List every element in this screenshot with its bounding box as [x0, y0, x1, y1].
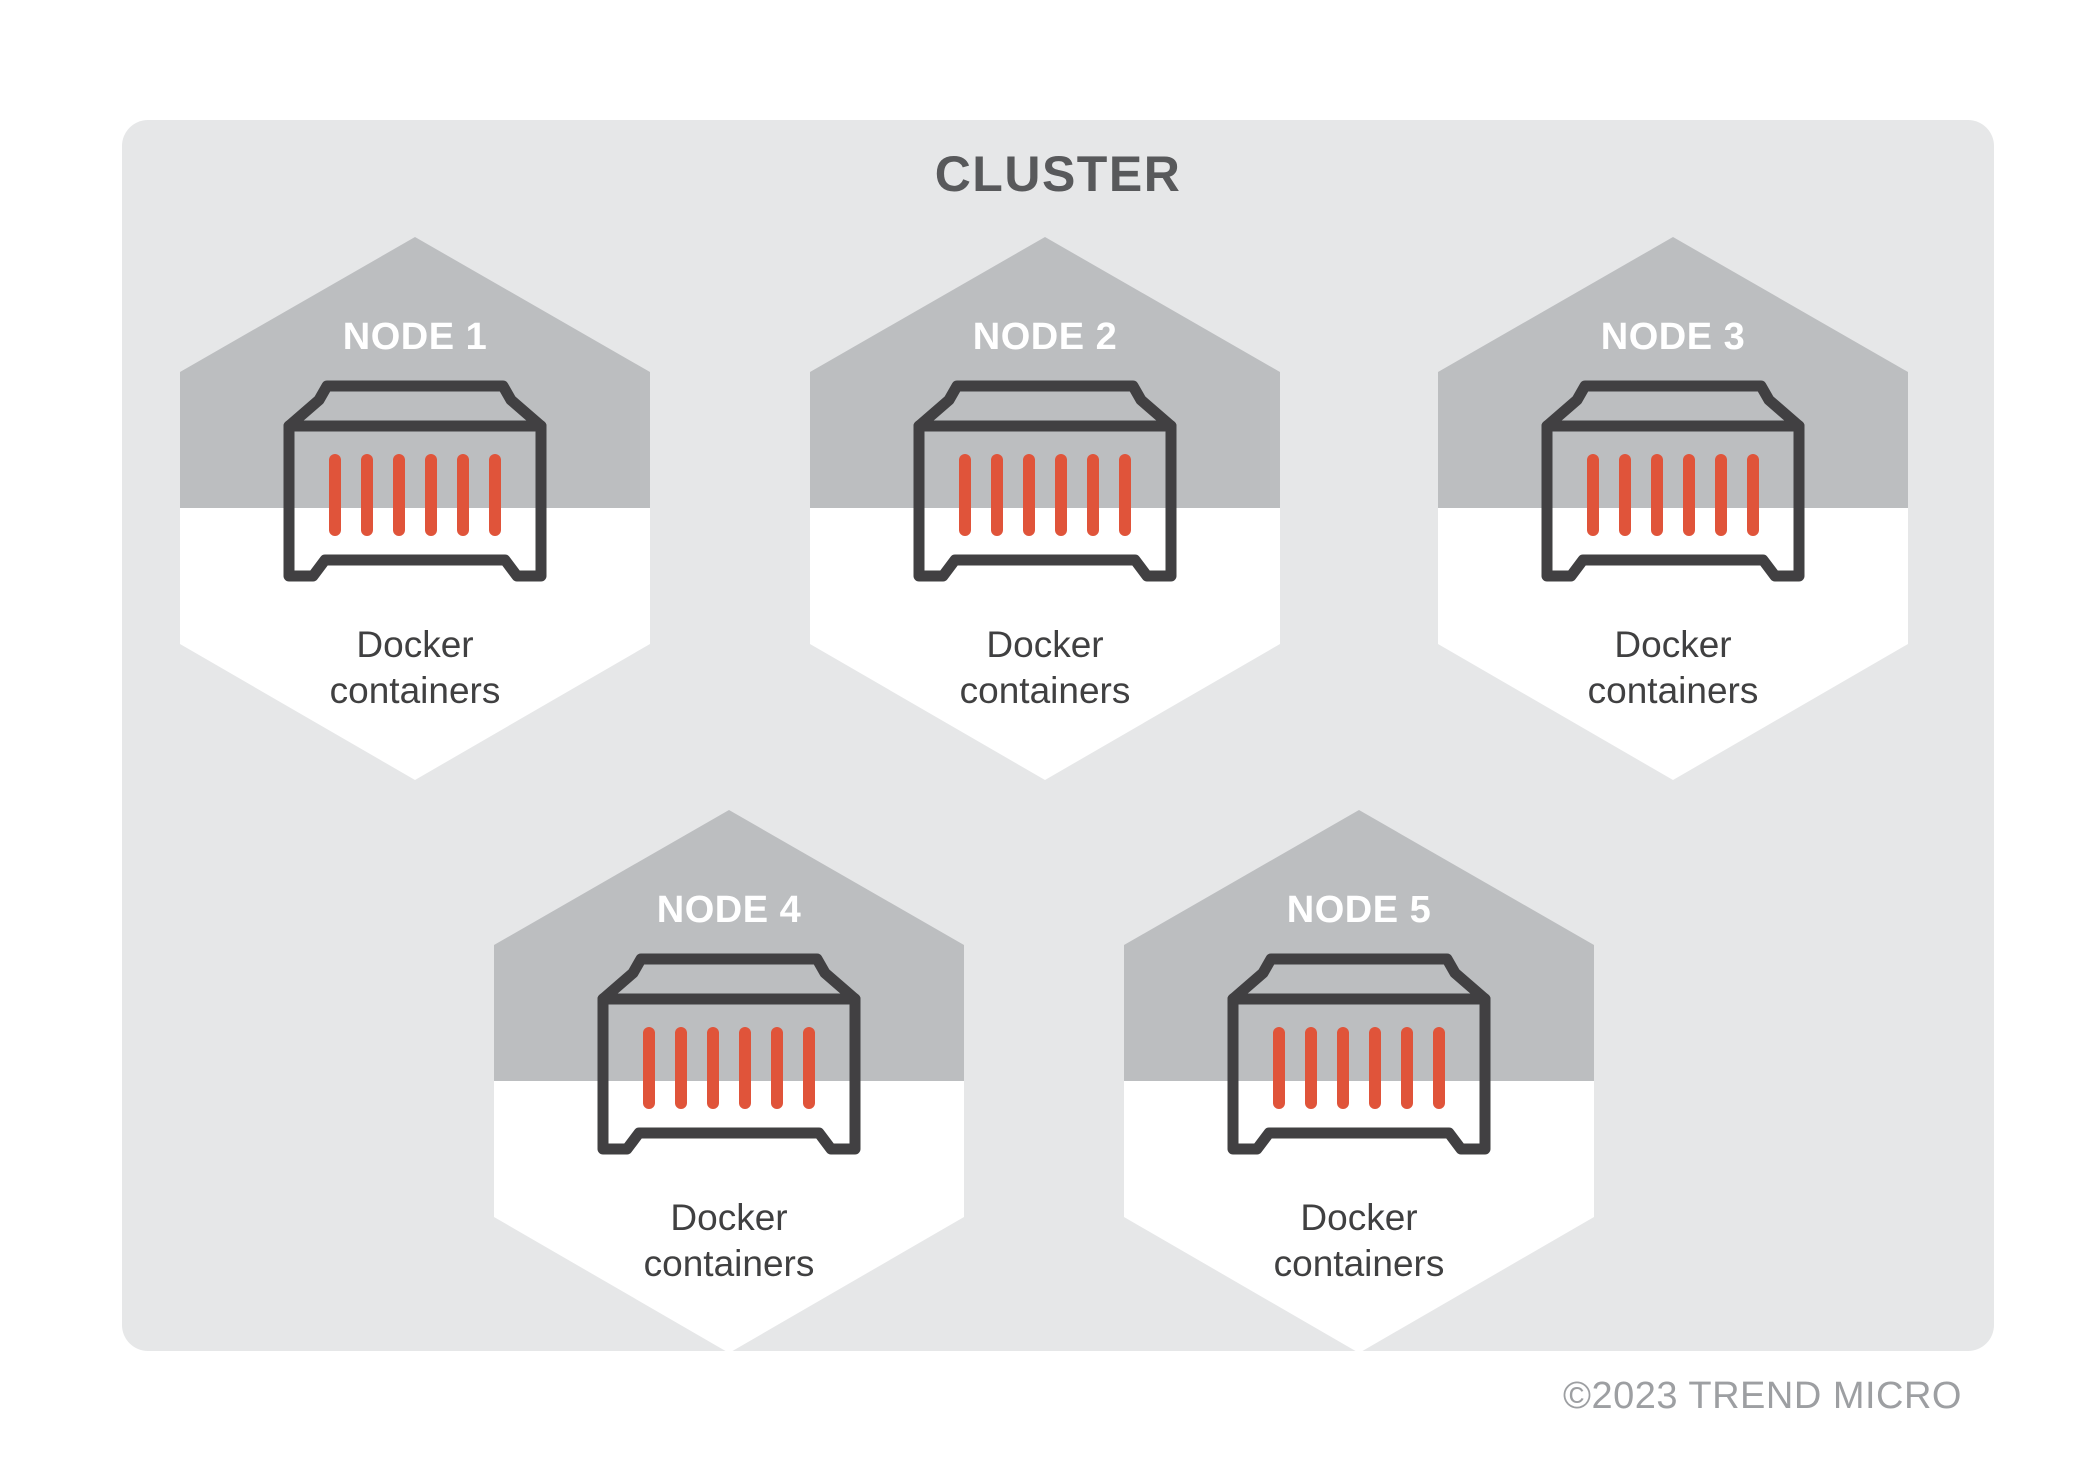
cluster-panel: CLUSTER NODE 1 Docker containers — [122, 120, 1994, 1353]
node-card-3[interactable]: NODE 3 Docker containers — [1438, 237, 1908, 780]
docker-caption: Docker containers — [959, 624, 1131, 711]
docker-container-icon — [279, 364, 551, 614]
node-label: NODE 3 — [1600, 316, 1746, 358]
node-label: NODE 1 — [342, 316, 488, 358]
docker-caption: Docker containers — [1587, 624, 1759, 711]
docker-container-icon — [593, 937, 865, 1187]
docker-caption: Docker containers — [643, 1197, 815, 1284]
node-card-4[interactable]: NODE 4 Docker containers — [494, 810, 964, 1353]
docker-container-icon — [909, 364, 1181, 614]
page-title: CLUSTER — [934, 146, 1182, 202]
docker-caption: Docker containers — [1273, 1197, 1445, 1284]
docker-container-icon — [1537, 364, 1809, 614]
node-label: NODE 5 — [1286, 889, 1432, 931]
node-card-1[interactable]: NODE 1 Docker containers — [180, 237, 650, 780]
docker-caption: Docker containers — [329, 624, 501, 711]
node-label: NODE 2 — [972, 316, 1118, 358]
node-label: NODE 4 — [656, 889, 802, 931]
copyright-notice: ©2023 TREND MICRO — [1562, 1375, 1962, 1417]
docker-container-icon — [1223, 937, 1495, 1187]
node-card-2[interactable]: NODE 2 Docker containers — [810, 237, 1280, 780]
node-card-5[interactable]: NODE 5 Docker containers — [1124, 810, 1594, 1353]
